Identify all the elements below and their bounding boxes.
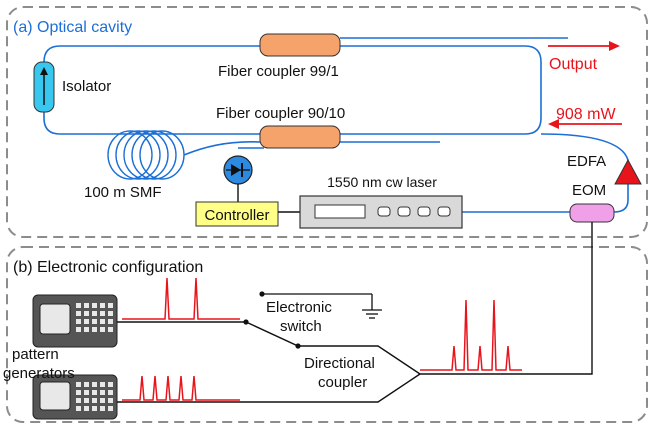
fiber-coil-to-coupler — [183, 140, 261, 156]
label-controller: Controller — [204, 207, 269, 224]
rf-line-to-eom — [420, 222, 593, 375]
output-arrow — [548, 41, 620, 51]
eom-box — [569, 203, 615, 223]
pattern-generator-icon — [32, 294, 118, 348]
label-dircoupler-line1: Directional — [304, 355, 375, 372]
label-output: Output — [549, 56, 598, 73]
controller-box — [195, 201, 279, 227]
label-switch-line1: Electronic — [266, 299, 332, 316]
laser-knob-2 — [397, 206, 411, 217]
pulse-train-output — [420, 299, 522, 371]
label-smf: 100 m SMF — [84, 184, 162, 201]
edfa-triangle — [614, 158, 642, 185]
fiber-edfa-loop — [540, 133, 629, 213]
label-pattern-line1: pattern — [12, 346, 59, 363]
label-switch-line2: switch — [280, 318, 322, 335]
section-title-electronic: (b) Electronic configuration — [13, 259, 203, 276]
label-power: 908 mW — [556, 106, 616, 123]
label-isolator: Isolator — [62, 78, 111, 95]
label-laser: 1550 nm cw laser — [327, 174, 437, 190]
pattern-generator-icon — [32, 374, 118, 420]
photodiode-icon — [223, 155, 253, 185]
electronic-config-frame — [6, 246, 648, 423]
label-dircoupler-line2: coupler — [318, 374, 367, 391]
laser-knob-1 — [377, 206, 391, 217]
label-coupler-top: Fiber coupler 99/1 — [218, 63, 339, 80]
switch-icon — [243, 291, 372, 349]
pulse-train-top — [122, 277, 240, 320]
ground-icon — [362, 294, 382, 319]
smf-coil — [107, 130, 185, 180]
section-title-optical: (a) Optical cavity — [13, 19, 132, 36]
wire-generator2 — [117, 373, 421, 403]
label-edfa: EDFA — [567, 153, 606, 170]
laser-display — [314, 204, 366, 219]
pulse-train-bottom — [122, 375, 240, 401]
label-pattern-line2: generators — [3, 365, 75, 382]
isolator-arrow-icon — [40, 67, 48, 105]
label-eom: EOM — [572, 182, 606, 199]
laser-knob-3 — [417, 206, 431, 217]
label-coupler-bottom: Fiber coupler 90/10 — [216, 105, 345, 122]
optical-cavity-frame — [6, 6, 648, 238]
fiber-coupler-90-10 — [259, 125, 341, 149]
fiber-top-right — [340, 45, 542, 135]
laser-knob-4 — [437, 206, 451, 217]
fiber-coupler-99-1 — [259, 33, 341, 57]
power-arrow — [548, 119, 622, 129]
